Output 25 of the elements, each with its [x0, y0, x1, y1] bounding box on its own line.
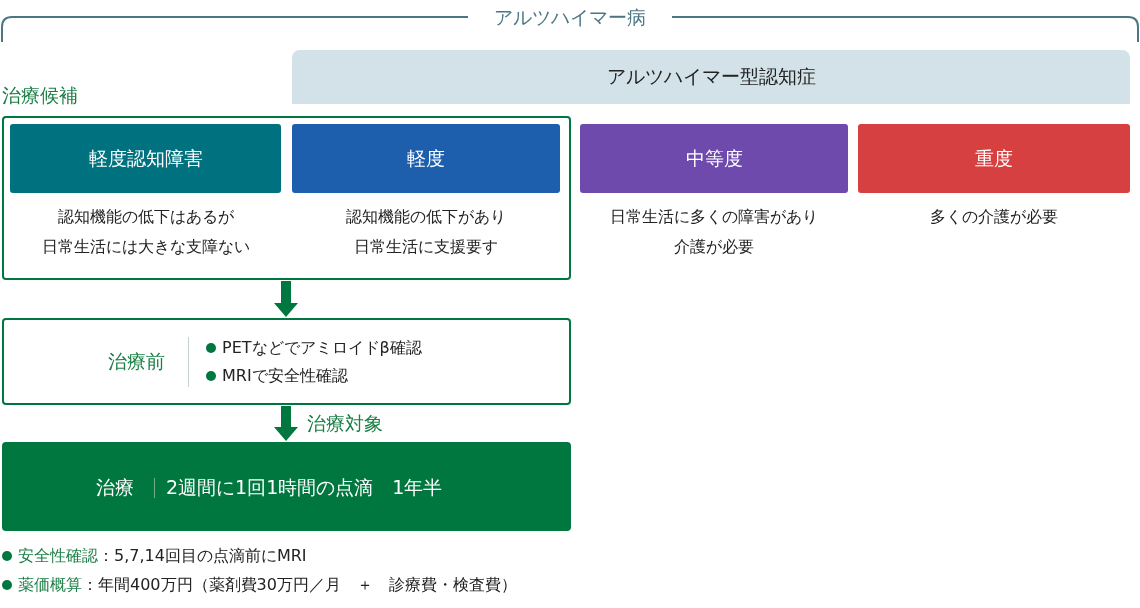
arrow — [274, 406, 298, 441]
bullet-text: PETなどでアミロイドβ確認 — [222, 337, 422, 359]
group-heading: 治療候補 — [2, 84, 78, 106]
note-text: ：年間400万円（薬剤費30万円／月 ＋ 診療費・検査費） — [82, 575, 517, 594]
description-text: 多くの介護が必要 — [929, 206, 1059, 228]
note-term: 薬価概算 — [18, 575, 82, 594]
arrow — [274, 281, 298, 317]
stage-box: 軽度認知障害 — [10, 124, 281, 193]
treatment-text: 2週間に1回1時間の点滴 1年半 — [166, 475, 443, 499]
edge-label: 治療対象 — [307, 410, 383, 435]
note-text: ：5,7,14回目の点滴前にMRI — [98, 546, 307, 565]
treatment-box — [2, 442, 571, 531]
stage-box: 中等度 — [580, 124, 848, 193]
treatment-heading: 治療 — [96, 475, 134, 499]
stage-box: 重度 — [858, 124, 1130, 193]
bullet-text: MRIで安全性確認 — [222, 365, 348, 387]
category-band: アルツハイマー型認知症 — [292, 50, 1130, 104]
bracket-label: アルツハイマー病 — [493, 5, 647, 29]
description-text: 認知機能の低下があり日常生活に支援要す — [345, 206, 507, 258]
description-text: 認知機能の低下はあるが日常生活には大きな支障ない — [40, 206, 251, 258]
description-text: 日常生活に多くの障害があり介護が必要 — [609, 206, 819, 258]
note-term: 安全性確認 — [18, 546, 98, 565]
step-box — [2, 318, 571, 405]
stage-box: 軽度 — [292, 124, 560, 193]
step-heading: 治療前 — [108, 349, 165, 374]
